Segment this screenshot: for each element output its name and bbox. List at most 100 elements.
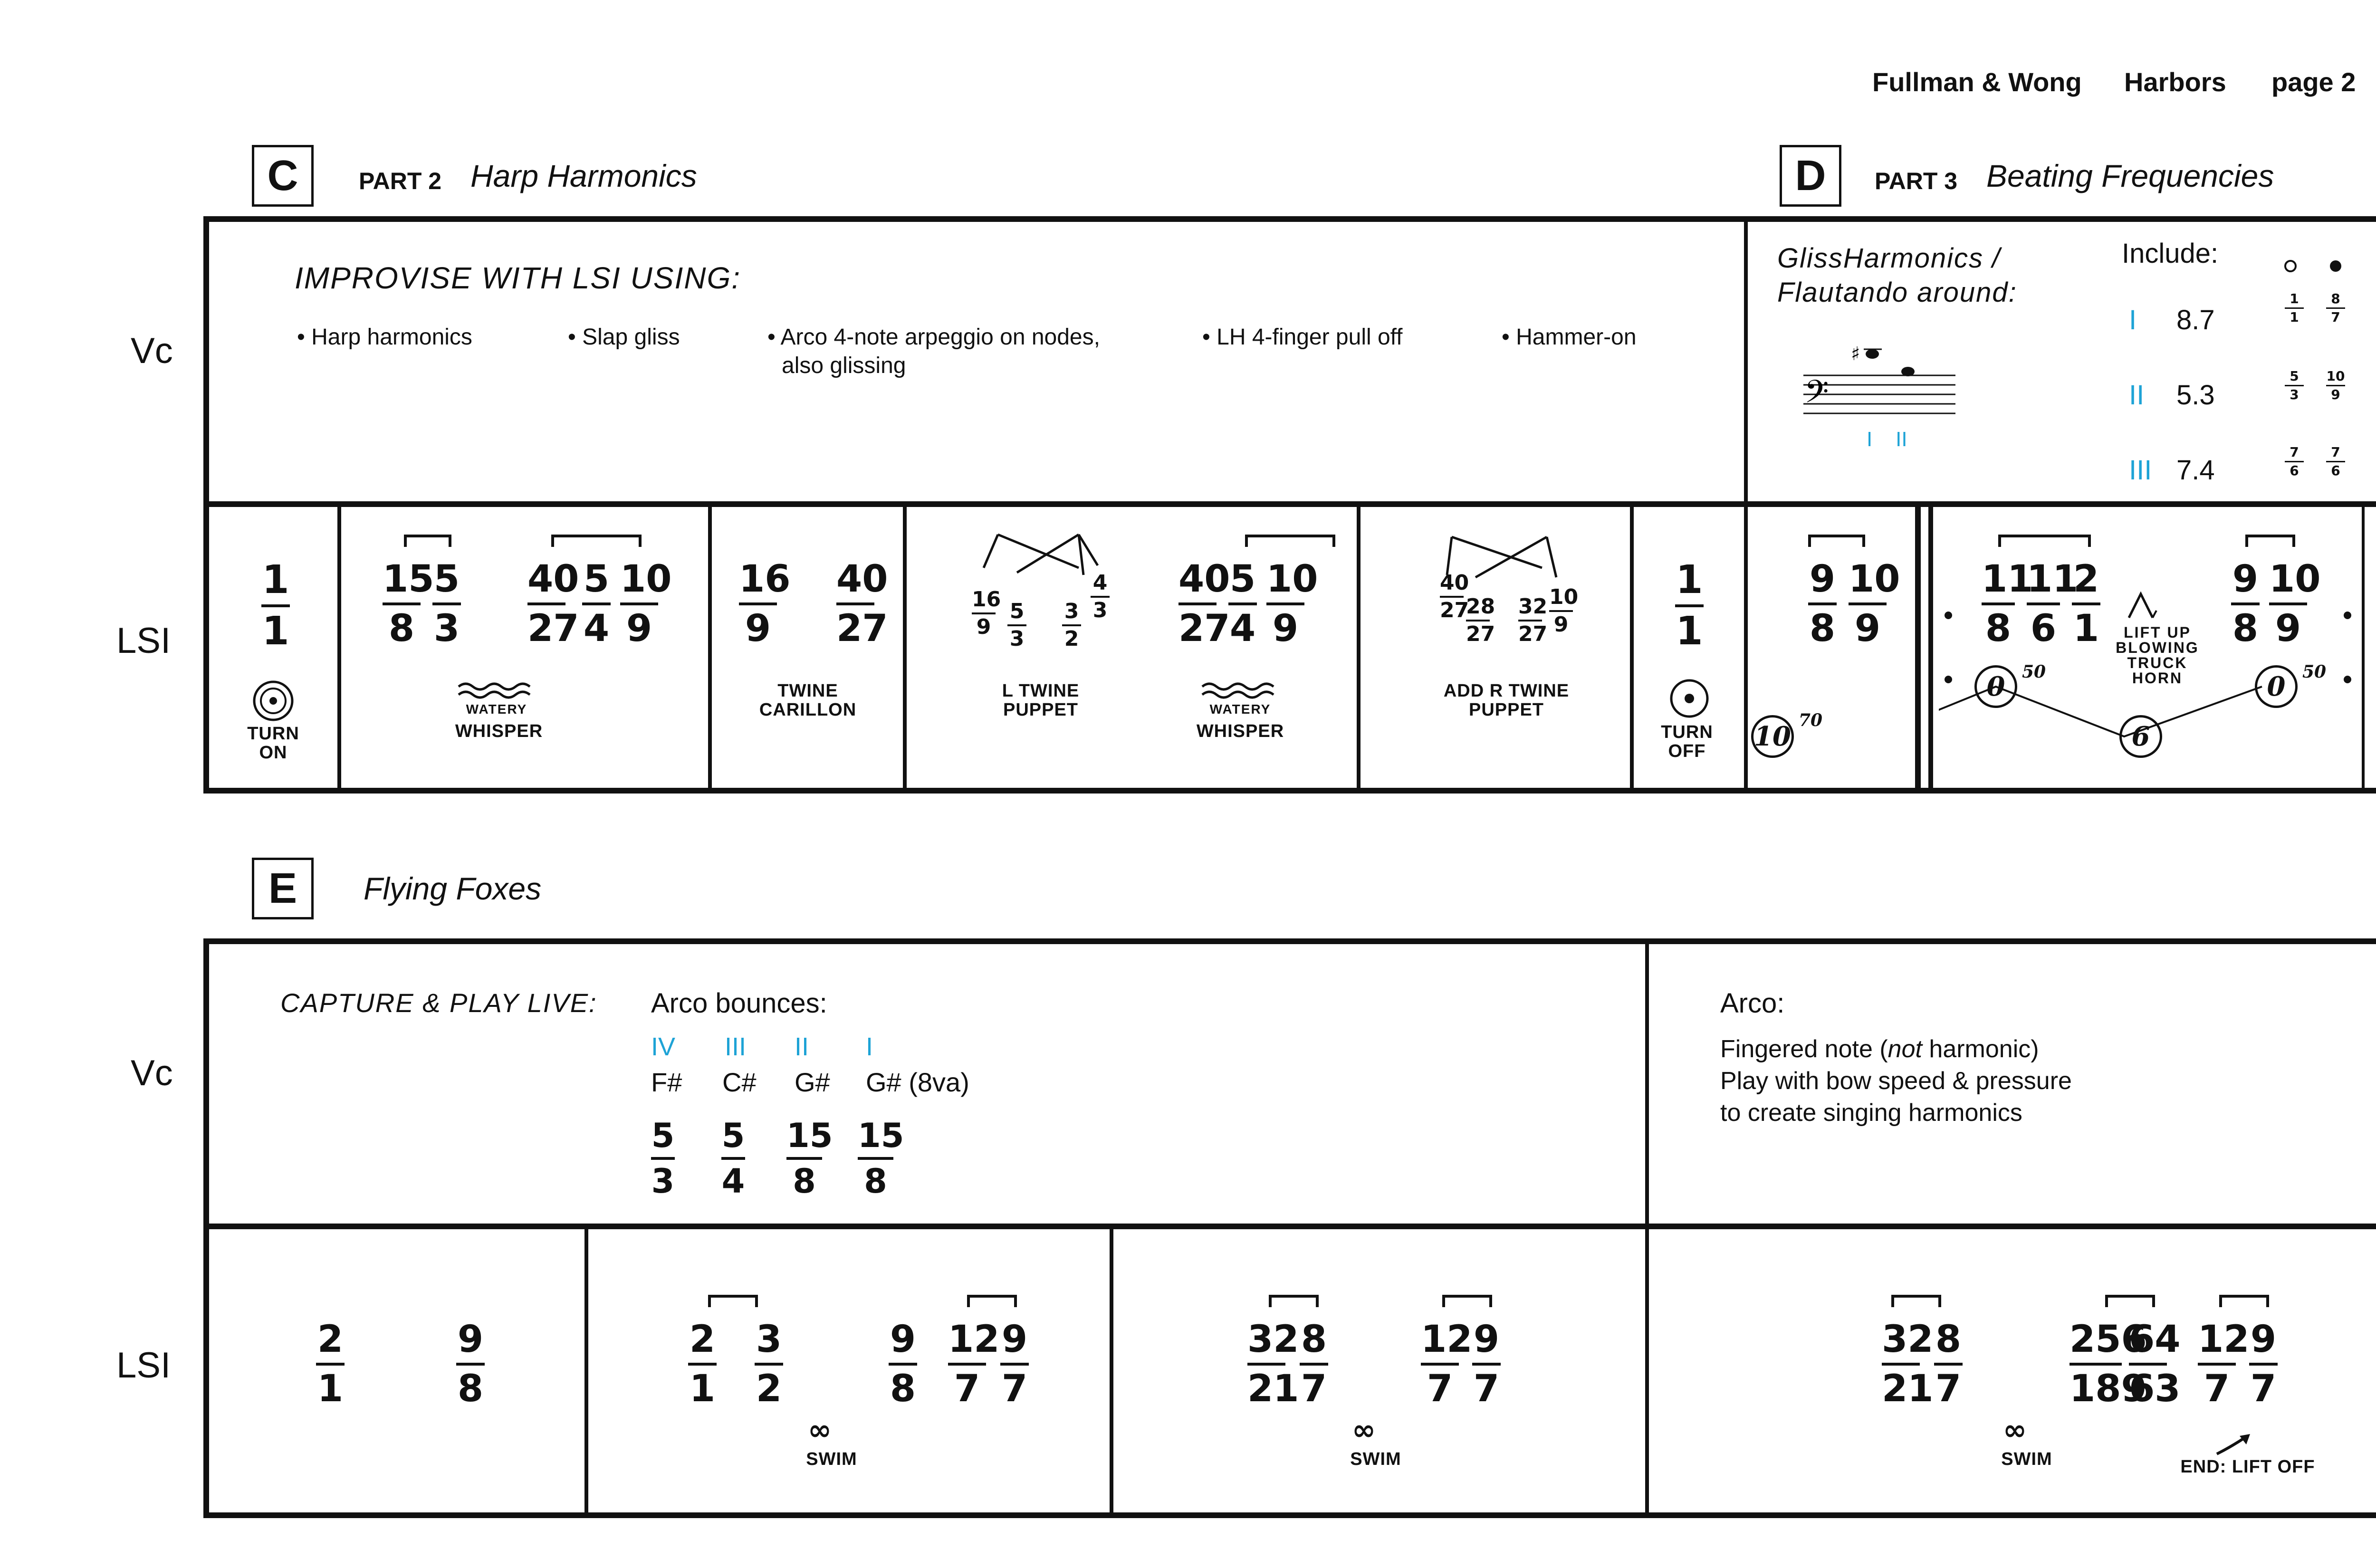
dyn-super-50b: 50 [2302,662,2327,682]
arco-label: Arco: [1720,988,1785,1019]
watery-label: WATERY [466,702,527,717]
svg-text:𝄢: 𝄢 [1804,373,1829,418]
string-i-value: 8.7 [2176,305,2215,335]
string-iii-roman: III [2129,455,2152,486]
lsi-col-5 [1630,504,1634,794]
lsi-col-2 [708,504,712,794]
bracket [967,1295,1017,1307]
fingered-note: Fingered note (not harmonic) [1720,1035,2039,1063]
bullet-arco-2: also glissing [782,353,906,378]
dyn-super-70: 70 [1799,710,1823,730]
lsi-col-3 [903,504,907,794]
infinity-icon: ∞ [2003,1414,2027,1447]
bracket [2219,1295,2269,1307]
bracket [1269,1295,1319,1307]
end-lift-off-label: END: LIFT OFF [2180,1457,2315,1477]
e-lsi-col-1 [584,1226,588,1518]
bullet-slap: • Slap gliss [568,325,680,350]
swim-label: SWIM [806,1449,857,1469]
bullet-harp: • Harp harmonics [297,325,472,350]
infinity-icon: ∞ [1352,1414,1376,1447]
swim-label: SWIM [2001,1449,2052,1469]
roman-iv: IV [651,1033,676,1061]
turn-off-icon [1670,679,1709,718]
roman-iii: III [725,1033,747,1061]
roman-ii: II [795,1033,809,1061]
lift-symbol-icon [2127,591,2157,619]
open-closed-circles-icon [2284,260,2341,272]
bass-clef-staff-icon: 𝄢 ♯ [1803,343,1955,418]
bracket [2245,535,2295,547]
string-ii-roman: II [2129,380,2145,411]
row-label-lsi: LSI [116,621,171,661]
capture-heading: CAPTURE & PLAY LIVE: [280,988,597,1018]
row-label-vc: Vc [131,331,173,371]
row-label-vc-e: Vc [131,1053,173,1093]
dyn-circle-10: 10 [1751,715,1794,758]
dyn-super-50: 50 [2022,662,2046,682]
cd-divider [1744,216,1748,794]
dynamics-line [1939,612,2351,738]
lsi-col-6b [1928,504,1933,794]
lsi-col-6a [1915,504,1921,794]
infinity-icon: ∞ [808,1414,832,1447]
bracket [708,1295,758,1307]
twine-cross-icon [1446,535,1558,579]
watery-wave-icon [458,682,531,699]
string-iii-value: 7.4 [2176,455,2215,486]
svg-text:♯: ♯ [1851,343,1860,365]
bullet-lh: • LH 4-finger pull off [1202,325,1403,350]
dyn-circle-0: 0 [1974,665,2017,708]
lift-up-label: LIFT UP BLOWING TRUCK HORN [2116,624,2199,687]
bracket [1998,535,2091,547]
row-label-lsi-e: LSI [116,1345,171,1386]
top-score-frame [203,216,2376,794]
header-page: page 2 [2271,67,2356,97]
section-e-letter: E [252,858,314,919]
twine-carillon-label: TWINE CARILLON [759,681,857,720]
bracket [2105,1295,2155,1307]
note-fsharp: F# [651,1067,682,1097]
watery-wave-icon [1201,682,1274,699]
bracket [551,535,642,547]
bullet-hammer: • Hammer-on [1502,325,1637,350]
bracket [1442,1295,1492,1307]
section-c-part: PART 2 [359,168,442,194]
note-csharp: C# [722,1067,757,1097]
turn-on-label: TURN ON [247,724,299,763]
